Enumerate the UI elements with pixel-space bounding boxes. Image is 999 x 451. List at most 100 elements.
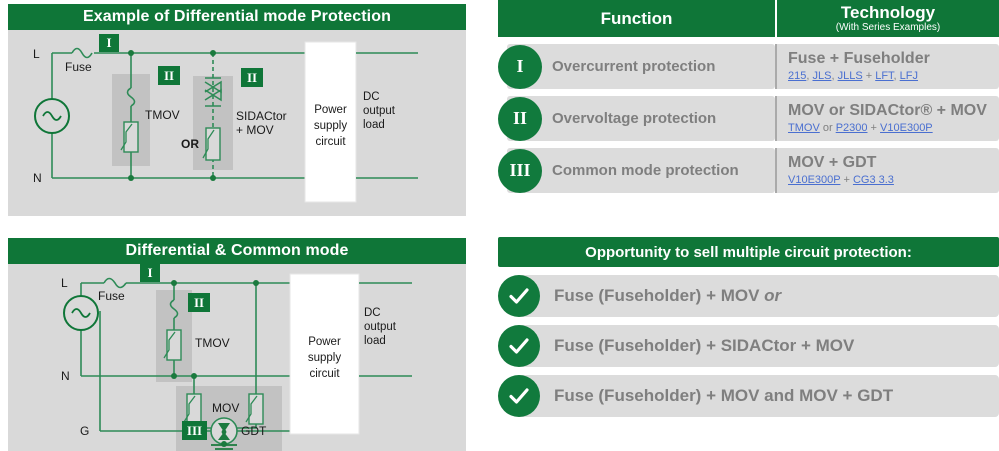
label-fuse-2: Fuse	[98, 289, 125, 303]
label-sidactor: SIDACtor	[236, 109, 287, 123]
row-background	[777, 148, 999, 193]
series-link[interactable]: V10E300P	[880, 122, 933, 134]
series-link[interactable]: JLS	[812, 70, 832, 82]
junction-dot	[171, 373, 177, 379]
series-link[interactable]: P2300	[835, 122, 868, 134]
table-header-function: Function	[498, 0, 775, 37]
function-technology-table: Function Technology (With Series Example…	[498, 0, 999, 193]
series-separator: +	[840, 174, 853, 186]
table-header-row: Function Technology (With Series Example…	[498, 0, 999, 37]
ac-sine-glyph-2	[71, 308, 91, 318]
junction-dot	[128, 50, 134, 56]
label-gdt: GDT	[241, 424, 267, 438]
series-separator: ,	[806, 70, 813, 82]
junction-dot	[171, 280, 177, 286]
label-tmov: TMOV	[145, 108, 180, 122]
series-link[interactable]: CG3 3.3	[852, 174, 894, 186]
opportunity-label: Fuse (Fuseholder) + SIDACtor + MOV	[554, 336, 855, 355]
opportunity-item: Fuse (Fuseholder) + SIDACtor + MOV	[498, 325, 999, 367]
series-examples: 215, JLS, JLLS + LFT, LFJ	[788, 69, 999, 83]
opportunity-title: Opportunity to sell multiple circuit pro…	[585, 243, 912, 261]
mov-left-arrow	[183, 395, 196, 423]
dc2-line-1: DC	[364, 307, 381, 319]
psu2-line-2: supply	[307, 352, 342, 364]
circuit-diagram-common	[63, 273, 412, 451]
opportunity-label: Fuse (Fuseholder) + MOV and MOV + GDT	[554, 386, 894, 405]
technology-cell: Fuse + Fuseholder 215, JLS, JLLS + LFT, L…	[775, 44, 999, 89]
panel2-header: Differential & Common mode	[8, 238, 466, 264]
function-label: Overvoltage protection	[552, 110, 717, 127]
row-background	[777, 96, 999, 141]
row-background	[507, 148, 775, 193]
panel2-diagram: L N G Fuse I II III TMOV MOV GDT Power s…	[8, 264, 466, 451]
gdt-triangle-bottom	[218, 432, 230, 440]
opportunity-label: Fuse (Fuseholder) + MOV or	[554, 286, 782, 305]
power-supply-box	[304, 41, 357, 203]
badge-roman-2b: II	[241, 68, 263, 87]
panel1-title: Example of Differential mode Protection	[83, 8, 391, 25]
opportunity-header: Opportunity to sell multiple circuit pro…	[498, 237, 999, 267]
technology-label: Fuse + Fuseholder	[788, 50, 930, 67]
fuse-symbol	[71, 47, 93, 59]
table-header-technology: Technology (With Series Examples)	[775, 0, 999, 37]
junction-dot	[221, 441, 227, 447]
opportunity-label-emphasis: or	[764, 286, 782, 305]
junction-dot	[253, 280, 259, 286]
opportunity-item: Fuse (Fuseholder) + MOV or	[498, 275, 999, 317]
badge-roman-1: I	[99, 34, 119, 52]
series-separator: +	[867, 122, 881, 134]
function-label: Common mode protection	[552, 162, 739, 179]
table-row: II Overvoltage protection MOV or SIDACtor®…	[498, 96, 999, 141]
badge-roman-3: III	[182, 421, 207, 440]
opportunity-panel: Opportunity to sell multiple circuit pro…	[498, 237, 999, 417]
junction-dot	[210, 175, 216, 181]
junction-dot	[128, 175, 134, 181]
label-tmov-2: TMOV	[195, 336, 230, 350]
function-cell: II Overvoltage protection	[498, 96, 775, 141]
series-link[interactable]: LFT	[875, 70, 894, 82]
series-separator: or	[819, 122, 836, 134]
numeral-badge-ii: II	[498, 96, 542, 141]
label-g: G	[80, 424, 90, 438]
row-background	[777, 44, 999, 89]
row-background	[507, 44, 775, 89]
series-link[interactable]: JLLS	[837, 70, 863, 82]
psu-line-3: circuit	[315, 136, 346, 148]
technology-header-sub: (With Series Examples)	[835, 21, 941, 33]
badge-roman-2-2: II	[188, 293, 210, 312]
fuse-symbol-2	[103, 277, 127, 289]
series-link[interactable]: TMOV	[788, 122, 820, 134]
dc2-line-3: load	[364, 335, 386, 347]
differential-common-mode-panel: Differential & Common mode	[8, 238, 466, 451]
psu2-line-1: Power	[308, 336, 341, 348]
check-icon	[498, 375, 540, 417]
technology-header-label: Technology	[840, 2, 936, 22]
sidactor-mov-arrow	[202, 129, 215, 159]
tmov2-thermal	[169, 299, 179, 319]
badge-roman-2a: II	[158, 66, 180, 85]
opportunity-list: Fuse (Fuseholder) + MOV or Fuse (Fusehold…	[498, 275, 999, 417]
label-l: L	[33, 47, 40, 61]
junction-dot	[210, 50, 216, 56]
power-supply-box-2	[289, 273, 360, 435]
psu2-line-3: circuit	[309, 368, 340, 380]
dc-line-1: DC	[363, 91, 380, 103]
series-link[interactable]: LFJ	[899, 70, 919, 82]
power-supply-label-2: Power supply circuit	[290, 334, 359, 382]
panel2-title: Differential & Common mode	[125, 242, 349, 259]
row-background	[507, 96, 775, 141]
label-l-2: L	[61, 276, 68, 290]
mov-right-arrow	[245, 395, 258, 423]
series-link[interactable]: V10E300P	[788, 174, 841, 186]
series-link[interactable]: 215	[788, 70, 807, 82]
differential-mode-panel: Example of Differential mode Protection	[8, 4, 466, 216]
series-separator: +	[862, 70, 876, 82]
junction-dot	[191, 373, 197, 379]
tmov2-varistor-arrow	[163, 331, 176, 359]
check-icon	[498, 325, 540, 367]
